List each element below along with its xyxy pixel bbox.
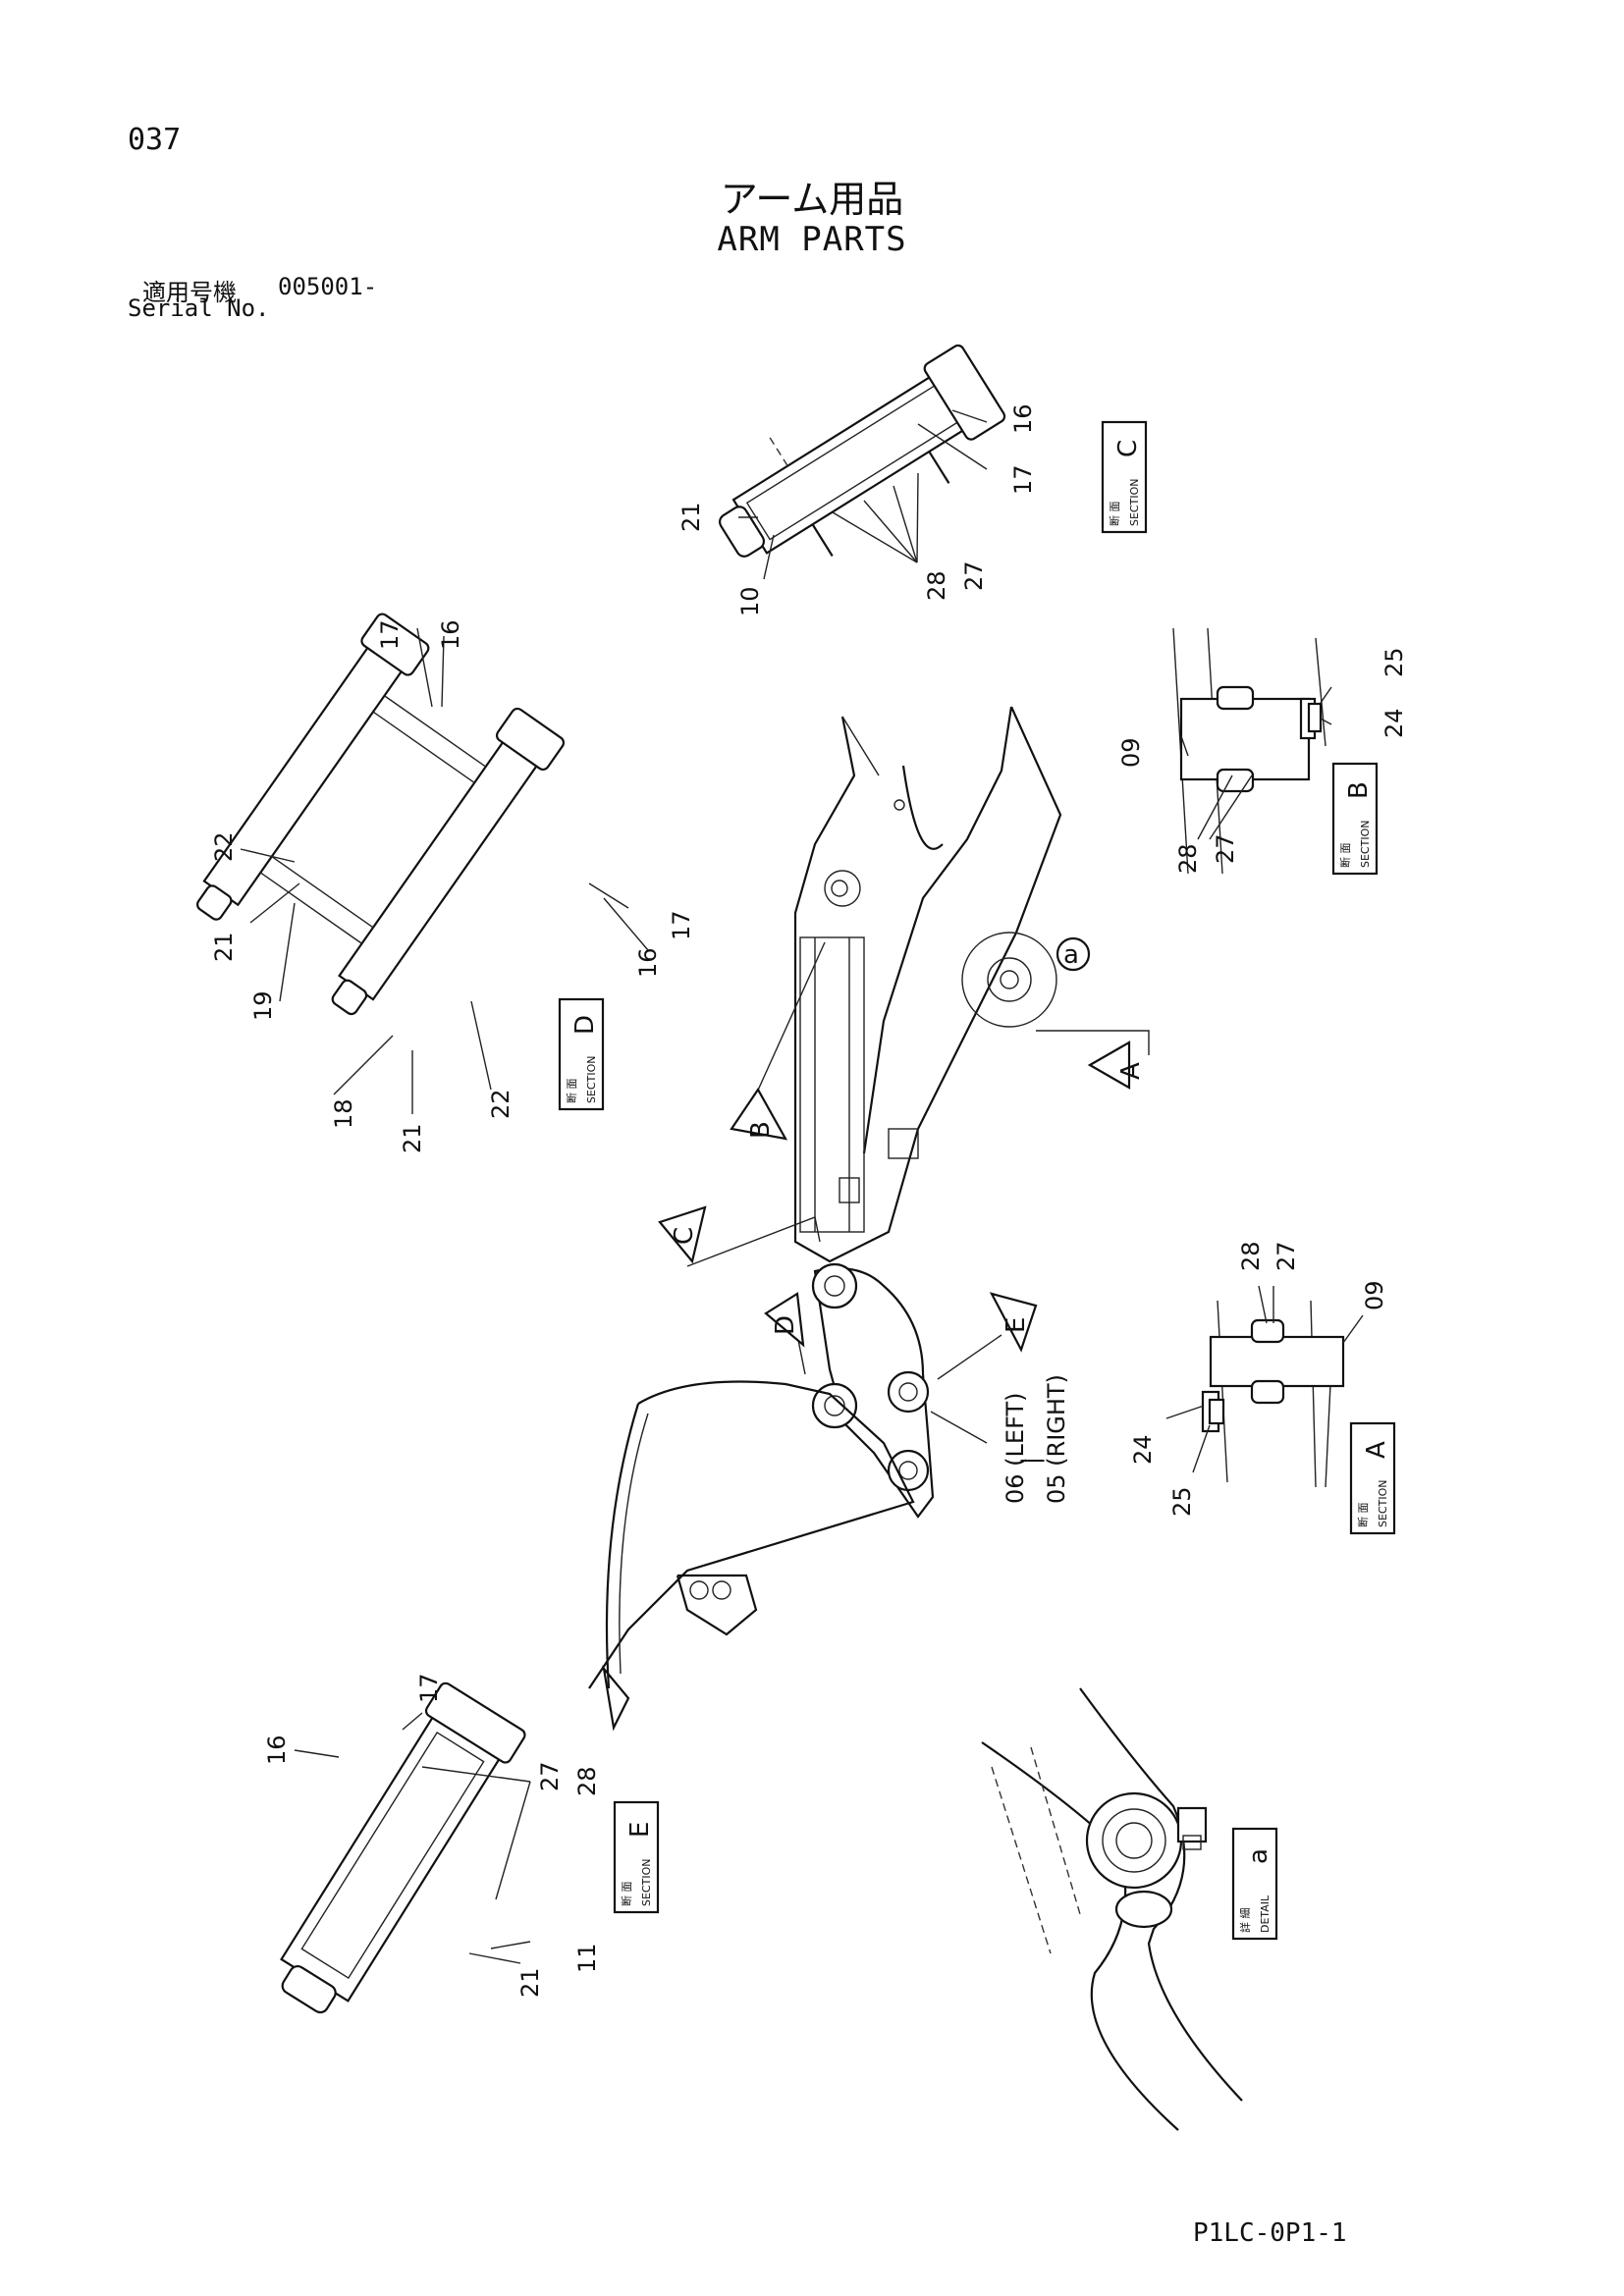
- section-d-part-21b: 21: [399, 1123, 426, 1153]
- section-d-part-22a: 22: [210, 831, 238, 862]
- callout-a-arrow: A: [1036, 1030, 1150, 1090]
- section-c-part-28: 28: [923, 570, 950, 601]
- section-c-part-27: 27: [960, 561, 988, 591]
- serial-label-english: Serial No.: [128, 294, 270, 322]
- section-c-label-box: 断 面 SECTION C: [1101, 420, 1148, 534]
- section-b-label-jp: 断 面: [1338, 843, 1352, 869]
- section-b-part-28: 28: [1174, 843, 1202, 874]
- section-e-part-11: 11: [573, 1943, 601, 1973]
- page-number: 037: [128, 123, 182, 157]
- svg-text:A: A: [1116, 1062, 1146, 1080]
- callout-e-arrow: E: [937, 1292, 1038, 1380]
- section-a-label-jp: 断 面: [1356, 1503, 1370, 1528]
- section-a-part-28: 28: [1237, 1241, 1265, 1271]
- section-c-part-16: 16: [1009, 403, 1037, 434]
- section-e-label-en: SECTION: [640, 1859, 653, 1906]
- section-a-view: 28 27 09 24 25 断 面 SECTION A: [1129, 1241, 1396, 1535]
- section-a-label-en: SECTION: [1377, 1480, 1389, 1527]
- detail-a-view: 詳 細 DETAIL a: [981, 1687, 1278, 2131]
- section-b-letter: B: [1344, 781, 1374, 799]
- section-a-part-27: 27: [1272, 1241, 1300, 1271]
- section-c-part-17: 17: [1009, 464, 1037, 495]
- section-d-part-16a: 16: [437, 619, 464, 650]
- document-code: P1LC-0P1-1: [1193, 2218, 1347, 2248]
- callout-c-arrow: C: [658, 1205, 821, 1267]
- detail-a-letter: a: [1244, 1848, 1273, 1864]
- serial-label-japanese: 適用号機: [142, 279, 237, 306]
- link-label-right: 05 (RIGHT): [1043, 1374, 1070, 1504]
- detail-a-label-jp: 詳 細: [1238, 1908, 1252, 1934]
- section-a-label-box: 断 面 SECTION A: [1349, 1421, 1396, 1535]
- section-d-label-jp: 断 面: [565, 1079, 578, 1104]
- section-d-part-16b: 16: [634, 947, 662, 978]
- section-b-part-25: 25: [1380, 647, 1408, 677]
- arm-assembly-drawing: a A B C: [588, 706, 1150, 1732]
- detail-a-label-en: DETAIL: [1259, 1895, 1272, 1933]
- section-e-part-21: 21: [516, 1967, 544, 1998]
- section-d-part-21a: 21: [210, 932, 238, 962]
- section-e-part-17: 17: [415, 1673, 443, 1703]
- callout-b-arrow: B: [730, 941, 826, 1141]
- title-english: ARM PARTS: [717, 220, 907, 259]
- section-c-view: 16 17 21 10 28 27 断 面 SECTION C: [677, 344, 1148, 616]
- section-c-label-jp: 断 面: [1108, 502, 1121, 527]
- svg-text:C: C: [670, 1227, 699, 1245]
- section-b-view: 25 24 09 28 27 断 面 SECTION B: [1117, 627, 1408, 876]
- section-d-part-18: 18: [330, 1098, 357, 1129]
- section-e-view: 17 16 27 28 21 11 断 面 SECTION E: [263, 1673, 660, 2014]
- svg-text:D: D: [771, 1315, 800, 1335]
- svg-text:E: E: [1001, 1317, 1031, 1333]
- section-d-letter: D: [570, 1015, 600, 1035]
- section-b-label-box: 断 面 SECTION B: [1331, 762, 1379, 876]
- section-e-part-28: 28: [573, 1766, 601, 1796]
- section-c-label-en: SECTION: [1128, 479, 1141, 526]
- section-b-part-24: 24: [1380, 708, 1408, 738]
- section-b-part-09: 09: [1117, 737, 1145, 768]
- callout-a-bubble: a: [1056, 936, 1091, 972]
- title-japanese: アーム用品: [720, 178, 904, 221]
- section-d-part-19: 19: [249, 990, 277, 1021]
- section-e-part-27: 27: [536, 1761, 564, 1791]
- link-label-sep: |: [1017, 1457, 1045, 1465]
- section-b-label-en: SECTION: [1359, 821, 1372, 868]
- section-d-part-22b: 22: [487, 1089, 514, 1119]
- section-d-part-17a: 17: [376, 619, 404, 650]
- section-e-letter: E: [625, 1822, 655, 1838]
- section-c-part-21: 21: [677, 502, 705, 532]
- svg-text:B: B: [746, 1121, 776, 1139]
- section-e-part-16: 16: [263, 1735, 291, 1765]
- section-a-part-25: 25: [1168, 1486, 1196, 1517]
- section-b-part-27: 27: [1212, 833, 1239, 864]
- section-e-label-jp: 断 面: [620, 1882, 633, 1907]
- detail-a-label-box: 詳 細 DETAIL a: [1231, 1827, 1278, 1941]
- section-a-part-24: 24: [1129, 1434, 1157, 1465]
- section-a-part-09: 09: [1361, 1280, 1388, 1310]
- section-c-letter: C: [1113, 440, 1143, 457]
- section-d-label-box: 断 面 SECTION D: [558, 997, 605, 1111]
- section-d-view: 17 16 22 21 19 17 16 18 21 22 断 面 SECTIO…: [196, 613, 695, 1153]
- section-e-label-box: 断 面 SECTION E: [613, 1800, 660, 1914]
- section-c-part-10: 10: [736, 586, 764, 616]
- section-a-letter: A: [1362, 1441, 1391, 1459]
- svg-text:a: a: [1063, 940, 1079, 970]
- section-d-label-en: SECTION: [585, 1056, 598, 1103]
- link-label-left: 06 (LEFT): [1001, 1393, 1029, 1504]
- serial-value: 005001-: [278, 273, 378, 300]
- section-d-part-17b: 17: [668, 910, 695, 940]
- callout-d-arrow: D: [764, 1292, 806, 1375]
